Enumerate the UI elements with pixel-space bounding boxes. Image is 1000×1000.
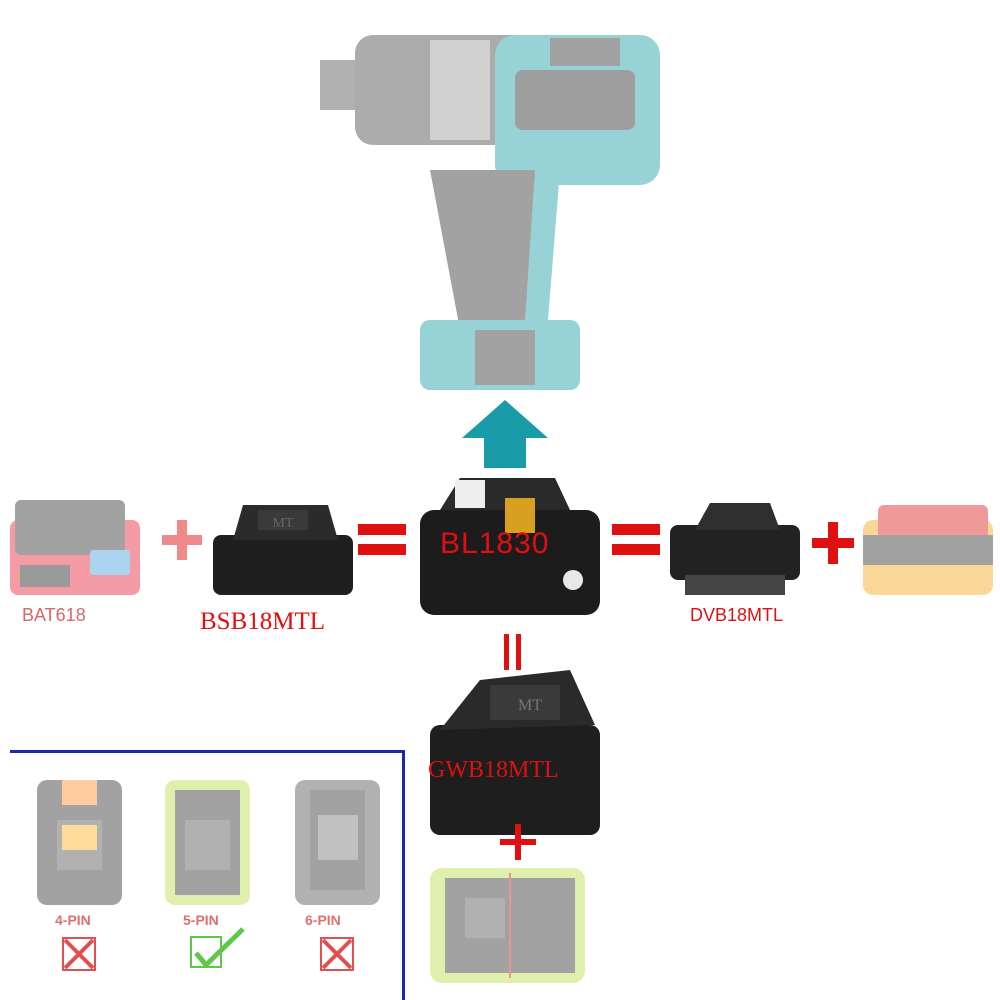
arrow-up-icon <box>462 400 548 468</box>
pin-battery-5-image <box>165 780 250 905</box>
svg-text:MT: MT <box>273 516 294 531</box>
plus-icon <box>162 520 202 560</box>
gwb-adapter-image: MT <box>430 670 600 835</box>
bsb-adapter-image: MT <box>213 505 353 595</box>
pin-battery-6-image <box>295 780 380 905</box>
bl1830-battery-image <box>420 478 600 615</box>
cross-icon <box>320 937 354 971</box>
equals-icon <box>504 634 521 670</box>
equals-icon <box>612 524 660 555</box>
pin-label-5: 5-PIN <box>183 912 219 928</box>
plus-icon <box>500 824 536 860</box>
battery-model-label: BL1830 <box>440 527 550 560</box>
dvb-adapter-image <box>670 503 800 595</box>
svg-text:MT: MT <box>518 697 542 714</box>
cross-icon <box>62 937 96 971</box>
adapter-label-gwb18mtl: GWB18MTL <box>428 757 559 783</box>
plus-icon <box>812 522 854 564</box>
pin-battery-4-image <box>37 780 122 905</box>
equals-icon <box>358 524 406 555</box>
battery-label-bat618: BAT618 <box>22 605 86 625</box>
worx-battery-image <box>430 868 585 983</box>
impact-wrench-image <box>320 35 660 390</box>
adapter-label-dvb18mtl: DVB18MTL <box>690 605 784 625</box>
pin-label-6: 6-PIN <box>305 912 341 928</box>
bosch-battery-image <box>10 500 140 595</box>
pin-compatibility-frame <box>10 750 405 1000</box>
adapter-label-bsb18mtl: BSB18MTL <box>200 608 326 635</box>
dewalt-battery-image <box>863 505 993 595</box>
pin-label-4: 4-PIN <box>55 912 91 928</box>
checkmark-icon <box>190 927 245 969</box>
